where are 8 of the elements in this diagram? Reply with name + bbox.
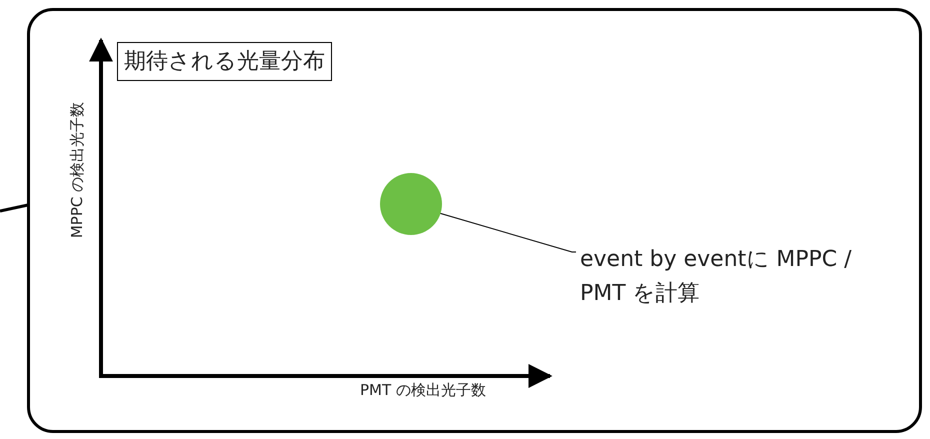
annotation-text: event by eventに MPPC / PMT を計算 [580,243,880,311]
data-point-circle [379,172,443,236]
title-box: 期待される光量分布 [117,42,332,81]
rounded-panel [27,8,922,433]
leader-line [438,212,576,252]
connector-line [0,204,28,212]
axis-label: PMT の検出光子数 [360,381,486,400]
axis-label: MPPC の検出光子数 [68,100,87,240]
